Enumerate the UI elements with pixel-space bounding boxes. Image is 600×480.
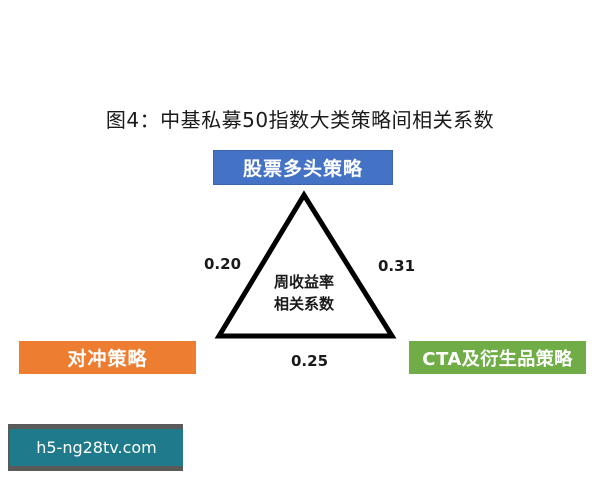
node-cta-derivatives: CTA及衍生品策略	[409, 341, 586, 374]
node-hedge: 对冲策略	[19, 341, 196, 374]
corr-equity-hedge: 0.20	[204, 255, 242, 273]
node-hedge-label: 对冲策略	[67, 348, 148, 370]
diagram-title: 图4：中基私募50指数大类策略间相关系数	[105, 108, 495, 132]
node-equity-long: 股票多头策略	[213, 150, 393, 185]
center-label-line2: 相关系数	[273, 295, 334, 313]
corr-equity-cta: 0.31	[378, 257, 416, 275]
node-equity-long-label: 股票多头策略	[242, 158, 363, 180]
node-cta-derivatives-label: CTA及衍生品策略	[422, 348, 573, 370]
center-label-line1: 周收益率	[273, 273, 334, 291]
corr-hedge-cta: 0.25	[291, 352, 329, 370]
watermark-link[interactable]: h5-ng28tv.com	[8, 424, 183, 471]
center-label: 周收益率 相关系数	[254, 271, 354, 315]
